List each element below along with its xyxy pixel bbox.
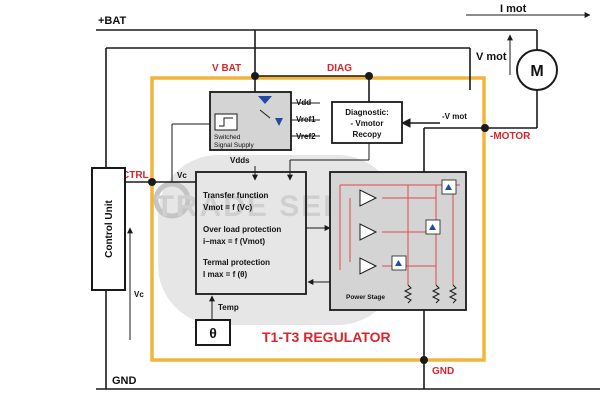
pin-diag: DIAG — [327, 63, 352, 74]
control-unit-vc-label: Vc — [134, 290, 144, 299]
diagnostic-line2: - Vmotor — [351, 119, 384, 128]
logic-line6: I max = f (θ) — [203, 270, 247, 279]
temp-symbol: θ — [209, 325, 217, 341]
temp-label: Temp — [218, 303, 239, 312]
switch-contact — [259, 109, 271, 119]
motor-circle — [516, 49, 558, 91]
pin-gnd: GND — [432, 366, 454, 377]
control-unit: Control Unit Vc — [91, 167, 144, 299]
diagnostic-line3: Recopy — [353, 130, 382, 139]
junctions — [148, 72, 489, 364]
control-unit-box — [91, 167, 126, 291]
opamp-2 — [359, 223, 378, 241]
control-unit-label: Control Unit — [104, 199, 115, 257]
zener-icon — [275, 118, 283, 126]
pin-ctrl: CTRL — [122, 170, 149, 181]
gnd-label: GND — [112, 375, 137, 387]
diagnostic-input-label: -V mot — [442, 112, 467, 121]
diagnostic-box — [331, 101, 403, 144]
motor: M I mot V mot — [476, 3, 558, 91]
motor-symbol: M — [530, 63, 543, 80]
logic-line2: Vmot = f (Vc) — [203, 203, 252, 212]
resistor-3 — [448, 284, 458, 304]
resistor-1 — [403, 284, 413, 304]
transistor-2-icon — [429, 224, 436, 230]
power-stage-label: Power Stage — [346, 294, 385, 301]
transistor-1-icon — [445, 184, 452, 190]
junction-gnd — [420, 356, 428, 364]
switch-pulse — [219, 117, 233, 127]
diode-icon — [258, 96, 272, 104]
junction-motor — [481, 124, 489, 132]
transistor-3-icon — [395, 260, 402, 266]
output-vref1: Vref1 — [296, 115, 316, 124]
logic-box — [195, 171, 307, 295]
temp-box — [195, 319, 231, 346]
power-stage: Power Stage — [329, 171, 467, 311]
motor-voltage-label: V mot — [476, 51, 507, 63]
diagnostic: Diagnostic: - Vmotor Recopy -V mot — [331, 101, 467, 144]
diagnostic-line1: Diagnostic: — [345, 108, 389, 117]
pin-vbat: V BAT — [212, 63, 241, 74]
opamp-1 — [359, 189, 378, 207]
watermark-logo — [153, 181, 191, 219]
logic-line1: Transfer function — [203, 191, 268, 200]
logic-vc-label: Vc — [177, 171, 187, 180]
logic-line5: Termal protection — [203, 258, 270, 267]
junction-diag — [365, 72, 373, 80]
signal-supply: Switched Signal Supply Vdd Vref1 Vref2 V… — [209, 91, 316, 165]
output-vref2: Vref2 — [296, 132, 316, 141]
wiring — [96, 12, 600, 390]
resistor-2 — [431, 284, 441, 304]
pin-motor: -MOTOR — [490, 131, 531, 142]
junction-vbat — [251, 72, 259, 80]
logic-line3: Over load protection — [203, 225, 281, 234]
vdds-label: Vdds — [230, 156, 250, 165]
regulator-border — [150, 76, 486, 362]
motor-current-label: I mot — [500, 3, 527, 15]
bat-label: +BAT — [98, 15, 126, 27]
signal-supply-label-2: Signal Supply — [214, 142, 254, 149]
signal-supply-label-1: Switched — [214, 134, 241, 141]
regulator-title: T1-T3 REGULATOR — [262, 329, 391, 345]
switch-symbol — [214, 113, 238, 131]
logic-block: Vc Transfer function Vmot = f (Vc) Over … — [177, 171, 307, 295]
logic-line4: i–max = f (Vmot) — [203, 237, 265, 246]
output-vdd: Vdd — [296, 98, 311, 107]
temp-sensor: θ Temp — [195, 303, 239, 346]
junction-ctrl — [148, 178, 156, 186]
opamp-3 — [359, 257, 378, 275]
power-stage-box — [329, 171, 467, 311]
